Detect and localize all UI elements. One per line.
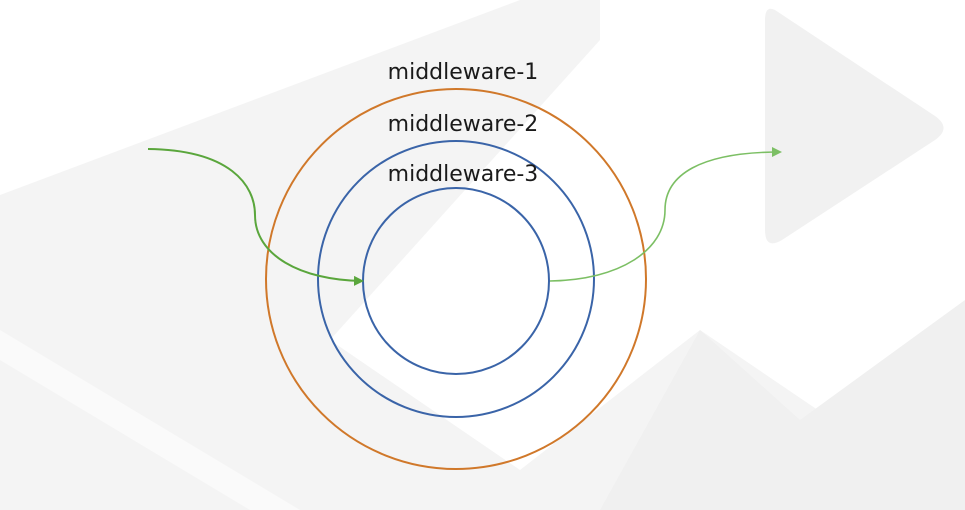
request-arrow	[147, 148, 364, 286]
background-stripe-shape	[0, 330, 300, 510]
middle-ring-middleware-2	[317, 140, 595, 418]
response-arrow	[549, 147, 782, 282]
outer-ring-middleware-1	[265, 88, 647, 470]
background-chevron-shape	[600, 300, 965, 510]
label-middleware-3: middleware-3	[388, 162, 539, 187]
background-triangle-shape	[765, 8, 944, 244]
label-middleware-2: middleware-2	[388, 112, 539, 137]
inner-ring-middleware-3	[362, 187, 550, 375]
label-middleware-1: middleware-1	[388, 60, 539, 85]
